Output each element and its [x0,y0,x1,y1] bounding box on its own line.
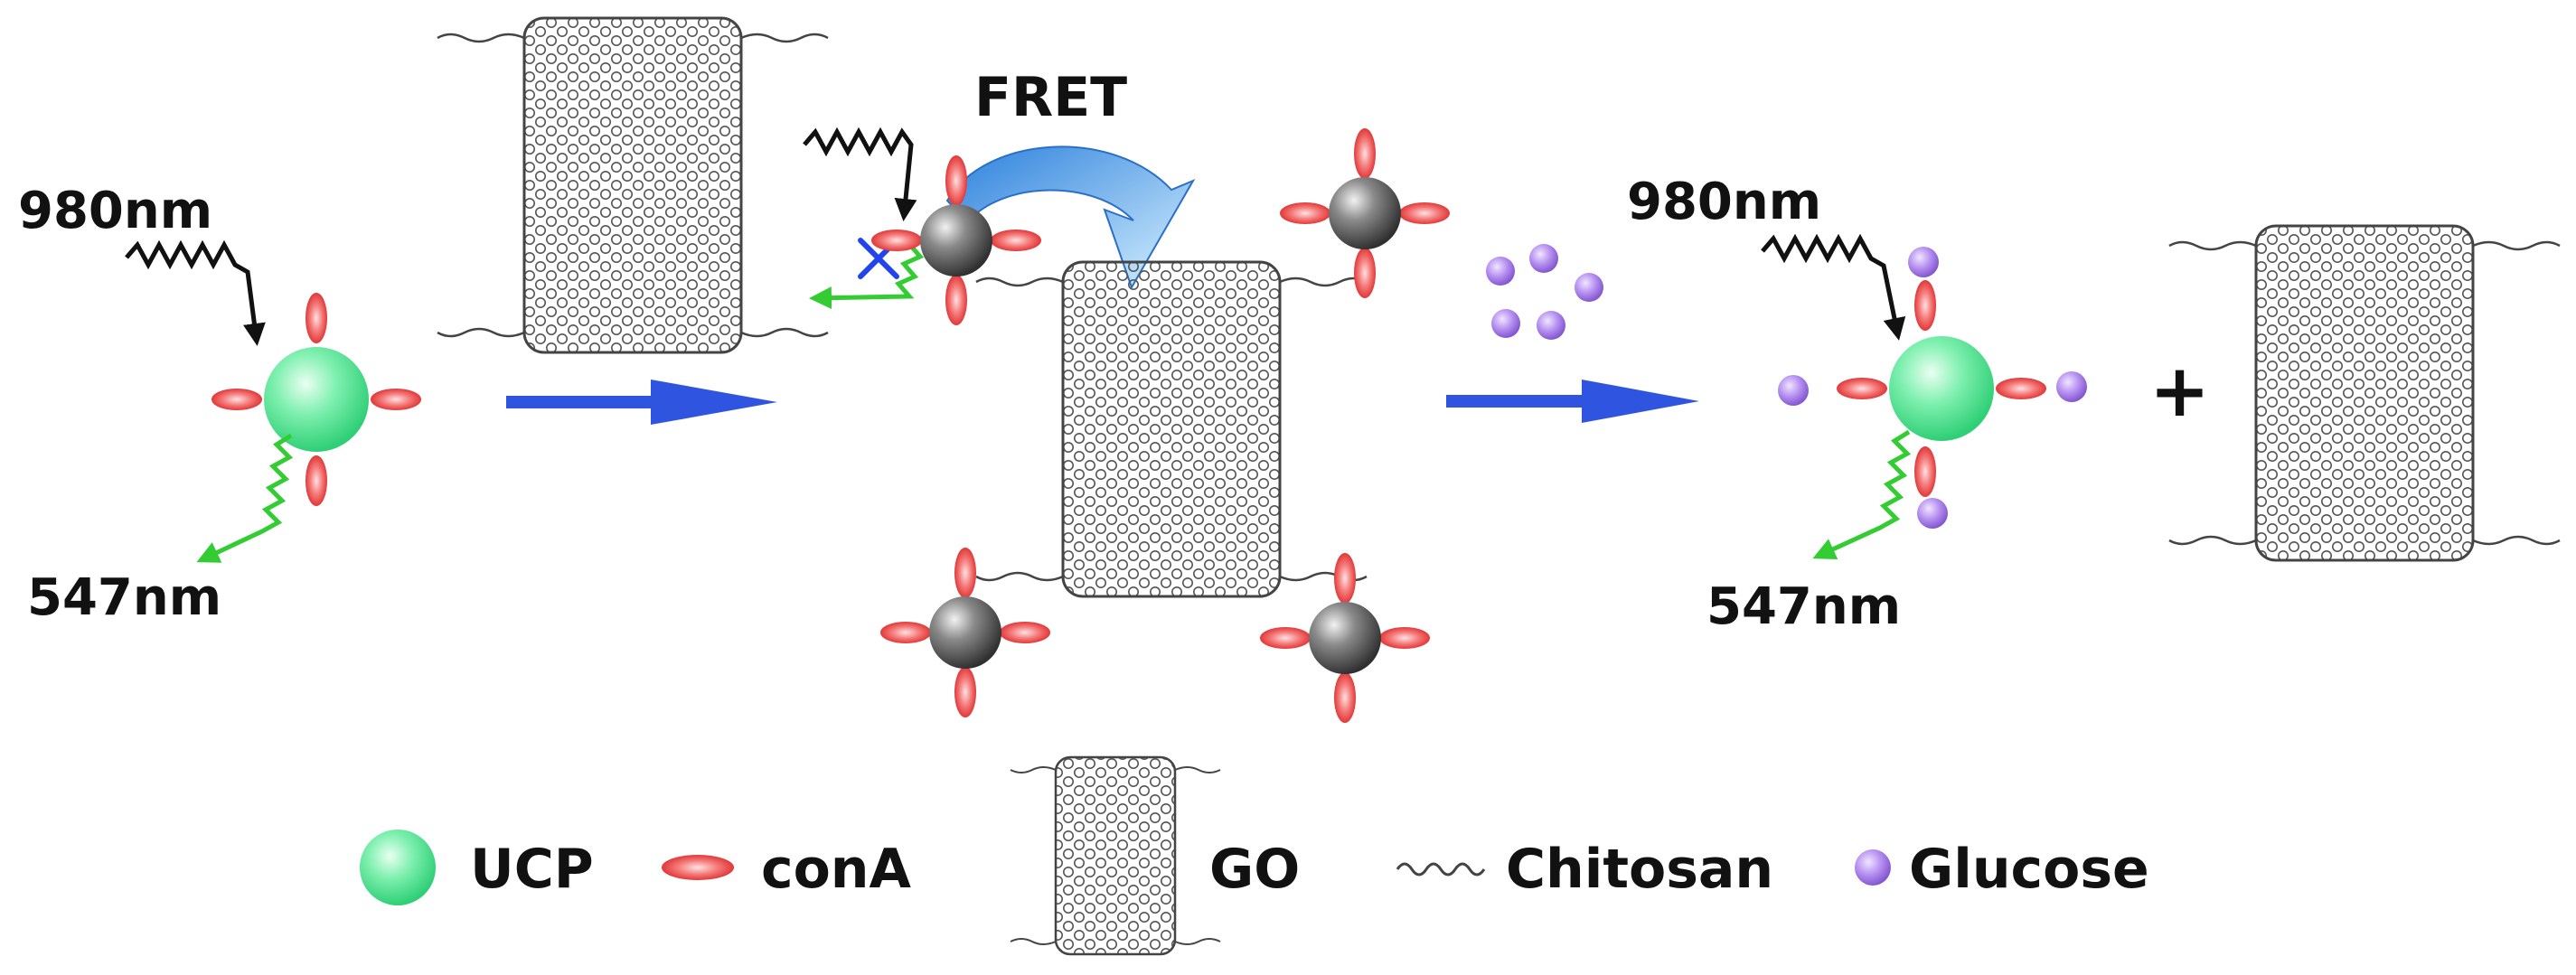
legend-cona-icon [662,855,734,880]
excitation-arrow-icon-left [125,239,266,346]
legend-glucose-icon [1855,849,1891,886]
legend-ucp-label: UCP [470,838,594,901]
quenched-ucp-complex-2 [1280,128,1450,298]
process-arrow-icon-2 [1446,380,1699,423]
legend: UCP conA GO Chitosan Glucose [360,755,2149,956]
legend-chitosan-icon [1396,862,1486,877]
ucp-particle-left [264,347,369,452]
ucp-cona-glucose-complex [1778,247,2087,529]
legend-go-icon [1010,755,1221,956]
legend-go-label: GO [1209,838,1300,901]
legend-chitosan-label: Chitosan [1506,838,1773,901]
ucp-cona-complex-left [212,293,421,506]
fret-label: FRET [974,66,1127,129]
excitation-wavelength-label-left: 980nm [18,182,212,240]
process-arrow-icon-1 [506,380,777,425]
go-sheet-initial [436,16,830,354]
emission-arrow-icon-right [1812,429,1912,560]
legend-cona-label: conA [761,838,912,901]
ucp-particle-right [1889,336,1994,441]
excitation-arrow-icon-right [1761,233,1906,341]
legend-ucp-icon [360,830,436,905]
emission-arrow-icon-left [196,433,294,563]
go-sheet-released [2167,224,2562,562]
excitation-wavelength-label-right: 980nm [1627,173,1821,231]
plus-sign: + [2149,349,2210,433]
go-sheet-center [974,260,1368,598]
glucose-cluster [1486,244,1603,340]
legend-glucose-label: Glucose [1909,838,2149,901]
emission-wavelength-label-right: 547nm [1706,577,1901,636]
excitation-arrow-icon-middle [803,127,917,221]
fret-curved-arrow-icon [945,145,1196,290]
emission-wavelength-label-left: 547nm [27,568,221,627]
